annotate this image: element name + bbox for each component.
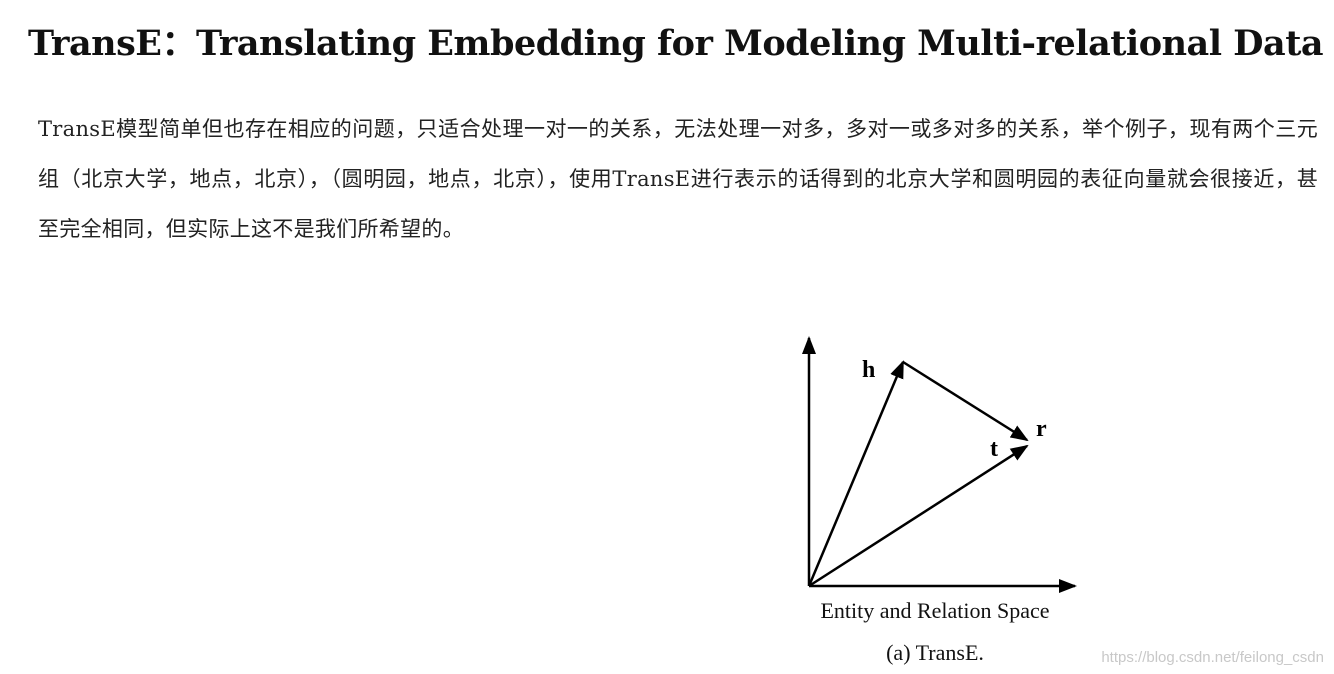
r-label: r	[1036, 416, 1047, 442]
transe-figure: h t r Entity and Relation Space (a) Tran…	[770, 320, 1110, 674]
source-watermark: https://blog.csdn.net/feilong_csdn	[1101, 649, 1324, 666]
figure-caption: (a) TransE.	[886, 640, 984, 665]
page-title: TransE：Translating Embedding for Modelin…	[28, 23, 1324, 64]
axis-caption: Entity and Relation Space	[820, 598, 1050, 623]
vector-diagram: h t r	[802, 336, 1077, 593]
h-label: h	[862, 357, 875, 383]
r-vector	[902, 360, 1029, 442]
t-label: t	[990, 436, 998, 462]
t-vector	[808, 444, 1029, 588]
description-paragraph: TransE模型简单但也存在相应的问题，只适合处理一对一的关系，无法处理一对多，…	[38, 117, 1318, 241]
h-vector	[807, 360, 905, 587]
